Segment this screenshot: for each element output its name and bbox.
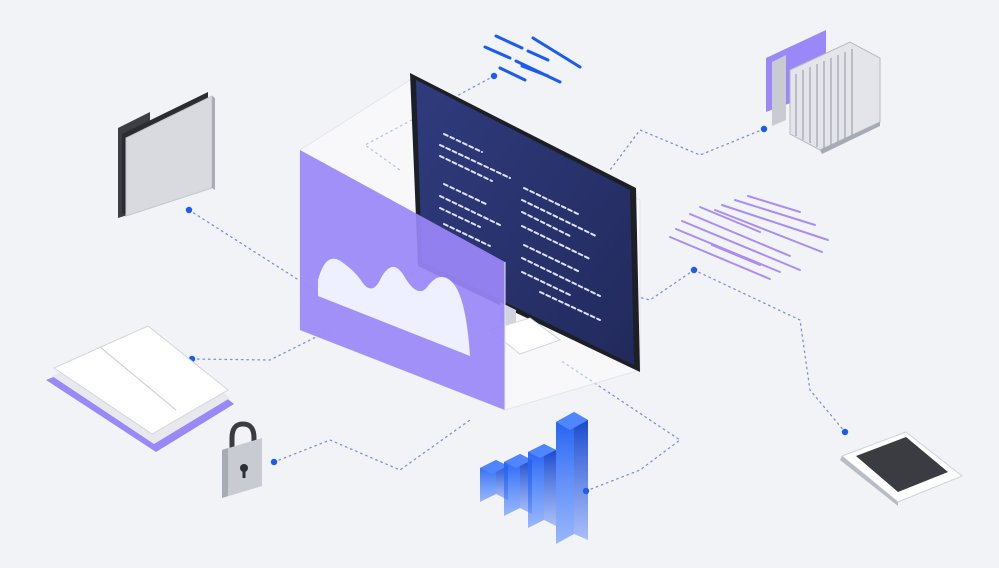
code-lines-icon — [483, 34, 582, 84]
dot-code-lines — [490, 72, 498, 80]
dot-server — [760, 125, 768, 133]
padlock-icon — [222, 421, 262, 498]
folder-icon — [118, 92, 215, 218]
text-document-icon — [669, 195, 829, 280]
connector-server — [609, 128, 765, 171]
connector-book — [191, 329, 331, 361]
bar-chart-icon — [480, 412, 588, 544]
server-rack-icon — [766, 30, 881, 154]
connector-chart — [559, 359, 682, 492]
connector-tablet — [693, 269, 846, 433]
dot-document — [690, 266, 698, 274]
dot-padlock — [270, 458, 278, 466]
tablet-icon — [840, 431, 963, 506]
screen-code — [439, 133, 601, 321]
open-book-icon — [46, 325, 234, 452]
wave-chart-shape — [318, 258, 470, 356]
connector-document — [609, 269, 695, 301]
monitor-icon — [299, 73, 641, 411]
dot-tablet — [841, 428, 849, 436]
code-screen — [416, 80, 634, 365]
dot-folder — [185, 206, 193, 214]
